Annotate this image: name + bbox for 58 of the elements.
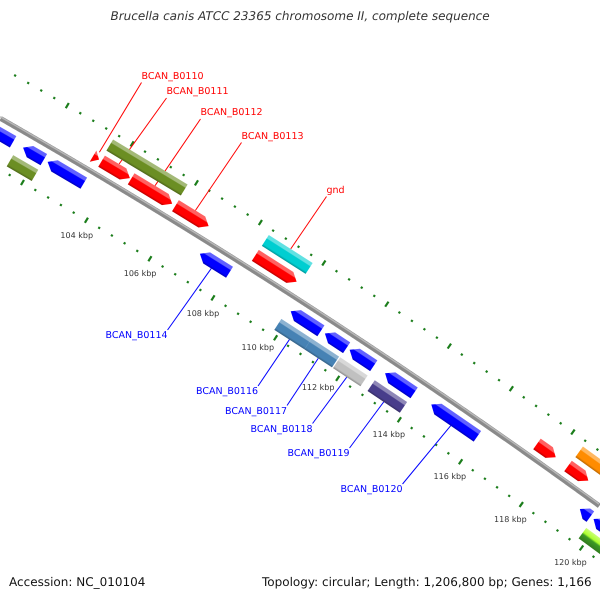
gene-block xyxy=(564,460,588,482)
gene-block xyxy=(350,348,378,372)
gene-block xyxy=(48,160,88,189)
gene-block xyxy=(385,372,418,398)
leader-line xyxy=(349,401,384,448)
gene-block xyxy=(580,508,594,522)
gene-block xyxy=(0,126,16,148)
gene-label: BCAN_B0117 xyxy=(225,406,288,418)
gene-block xyxy=(324,332,350,354)
leader-line xyxy=(286,358,319,406)
scale-label: 116 kbp xyxy=(434,472,466,482)
leader-line xyxy=(312,376,348,424)
gene-bar xyxy=(274,318,312,350)
gene-block xyxy=(128,173,172,206)
accession-note: Accession: NC_010104 xyxy=(9,574,146,588)
scale-label: 118 kbp xyxy=(494,514,527,525)
scale-label: 108 kbp xyxy=(186,308,220,319)
gene-label: BCAN_B0110 xyxy=(142,70,204,82)
gene-block xyxy=(533,438,556,458)
gene-block xyxy=(172,200,209,228)
gene-label: BCAN_B0113 xyxy=(242,130,304,142)
map-title: Brucella canis ATCC 23365 chromosome II, complete sequence xyxy=(110,9,490,23)
leader-line xyxy=(402,425,452,484)
gene-label: BCAN_B0112 xyxy=(200,107,263,119)
gene-block xyxy=(90,150,100,162)
gene-label: BCAN_B0116 xyxy=(196,386,258,398)
gene-label: BCAN_B0119 xyxy=(288,448,350,460)
gene-label: BCAN_B0114 xyxy=(106,330,168,342)
gene-label: BCAN_B0120 xyxy=(340,484,403,496)
gene-label: BCAN_B0111 xyxy=(166,86,229,98)
scale-label: 106 kbp xyxy=(124,269,156,280)
gene-block xyxy=(23,146,48,166)
gene-bar xyxy=(6,155,38,181)
leader-line xyxy=(258,339,290,386)
gene-bar xyxy=(578,528,600,554)
gene-bar xyxy=(304,338,340,368)
gene-bar xyxy=(333,357,368,386)
scale-label: 112 kbp xyxy=(302,382,334,393)
scale-label: 114 kbp xyxy=(372,430,406,440)
gene-block xyxy=(98,156,130,180)
scale-label: 110 kbp xyxy=(241,343,274,354)
gene-block xyxy=(290,310,324,336)
gene-bar xyxy=(575,446,600,475)
scale-label: 104 kbp xyxy=(60,231,94,242)
leader-line xyxy=(290,196,327,250)
leader-line xyxy=(98,82,142,153)
leader-line xyxy=(167,268,212,330)
scale-label: 120 kbp xyxy=(554,558,587,568)
gene-bar xyxy=(368,380,408,413)
gene-block xyxy=(200,252,233,278)
gene-block xyxy=(252,250,297,283)
summary-note: Topology: circular; Length: 1,206,800 bp; Genes: 1,166 xyxy=(262,574,592,588)
gene-block xyxy=(594,518,600,532)
gene-block xyxy=(431,404,482,442)
leader-line xyxy=(194,142,242,211)
gene-label: gnd xyxy=(326,184,345,196)
gene-label: BCAN_B0118 xyxy=(250,424,313,436)
gene-bar xyxy=(262,234,313,274)
